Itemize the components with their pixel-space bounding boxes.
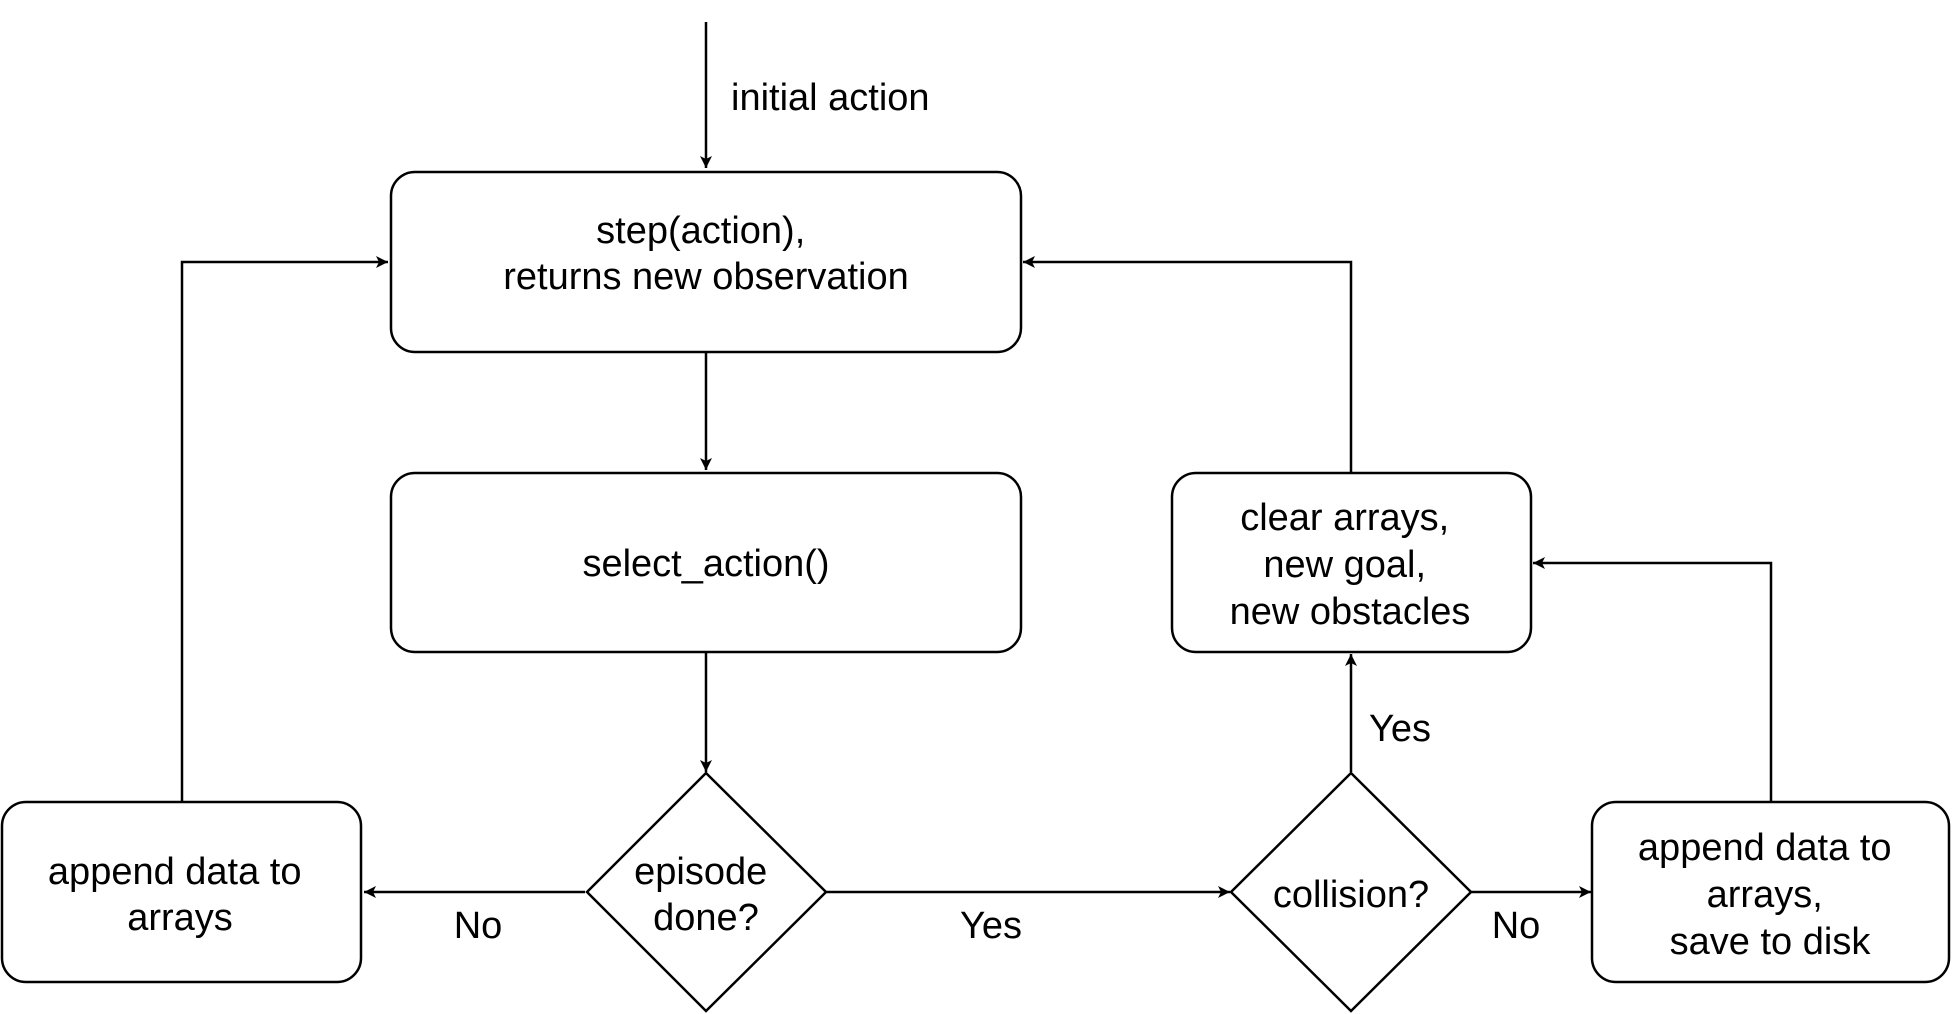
done-yes-label: Yes bbox=[960, 905, 1022, 947]
edge-clear-to-step bbox=[1023, 256, 1353, 472]
select-action-label-line: select_action() bbox=[582, 543, 829, 585]
clear-arrays-label-line: clear arrays, bbox=[1240, 497, 1449, 539]
node-labels: step(action), returns new observation se… bbox=[48, 210, 1902, 963]
clear-arrays-label: clear arrays, new goal, new obstacles bbox=[1230, 497, 1471, 633]
select-action-label: select_action() bbox=[582, 543, 829, 585]
collision-label: collision? bbox=[1273, 874, 1429, 916]
step-node bbox=[389, 170, 1023, 354]
append-right-label: append data to arrays, save to disk bbox=[1638, 827, 1902, 963]
episode-done-label-line: done? bbox=[653, 897, 759, 939]
append-right-node bbox=[1590, 800, 1951, 984]
collision-decision bbox=[1229, 771, 1473, 1013]
episode-done-decision bbox=[585, 771, 828, 1013]
edge-append-right-to-clear bbox=[1533, 557, 1773, 802]
collision-label-line: collision? bbox=[1273, 874, 1429, 916]
step-label-line: step(action), bbox=[596, 210, 805, 252]
edge-labels: initial action No Yes Yes No bbox=[454, 77, 1541, 947]
episode-done-label: episode done? bbox=[634, 851, 778, 939]
select-action-node bbox=[389, 471, 1023, 654]
clear-arrays-label-line: new obstacles bbox=[1230, 591, 1471, 633]
collision-no-label: No bbox=[1492, 905, 1541, 947]
edge-append-left-to-step bbox=[180, 256, 388, 802]
clear-arrays-node bbox=[1170, 471, 1533, 654]
clear-arrays-label-line: new goal, bbox=[1263, 544, 1426, 586]
nodes bbox=[0, 170, 1951, 1013]
append-right-label-line: arrays, bbox=[1707, 874, 1823, 916]
collision-yes-label: Yes bbox=[1369, 708, 1431, 750]
step-label: step(action), returns new observation bbox=[503, 210, 909, 298]
done-no-label: No bbox=[454, 905, 503, 947]
step-label-line: returns new observation bbox=[503, 256, 909, 298]
append-left-label-line: append data to bbox=[48, 851, 302, 893]
episode-done-label-line: episode bbox=[634, 851, 767, 893]
edges bbox=[180, 22, 1773, 898]
append-left-label-line: arrays bbox=[127, 897, 233, 939]
append-left-label: append data to arrays bbox=[48, 851, 312, 939]
append-right-label-line: save to disk bbox=[1670, 921, 1872, 963]
append-left-node bbox=[0, 800, 363, 984]
append-right-label-line: append data to bbox=[1638, 827, 1892, 869]
initial-action-label: initial action bbox=[731, 77, 930, 119]
